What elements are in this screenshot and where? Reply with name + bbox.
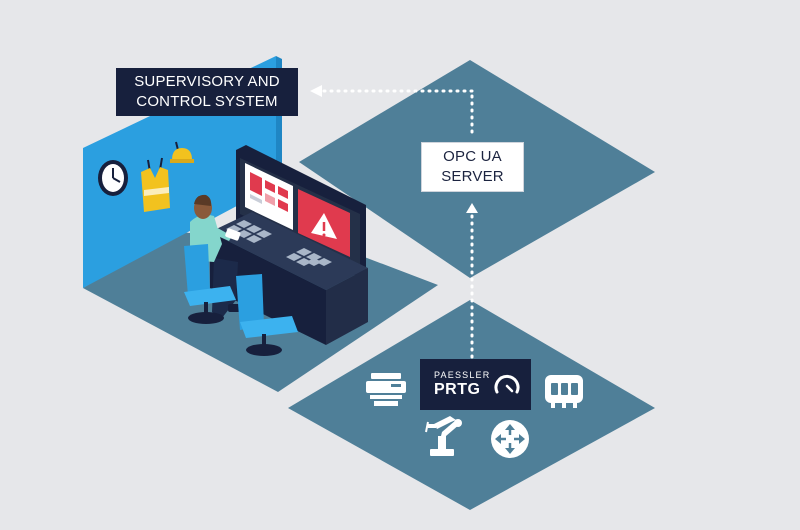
connector-opc-to-supervisory [310, 85, 474, 134]
server-module-icon [545, 375, 583, 408]
opc-label-line2: SERVER [441, 168, 504, 185]
paessler-prtg-logo: PAESSLER PRTG [420, 359, 531, 410]
console-desk-front [210, 232, 326, 345]
console-desk-top [210, 212, 368, 290]
printer-icon [366, 373, 406, 406]
supervisory-label-line1: SUPERVISORY AND [134, 73, 280, 90]
prtg-brand-small: PAESSLER [434, 370, 491, 380]
opc-label-line1: OPC UA [443, 148, 502, 165]
chair-front [236, 274, 298, 356]
wall-clock-icon [98, 160, 128, 196]
connector-prtg-to-opc [466, 203, 478, 359]
keypad-left [226, 220, 272, 243]
router-icon [491, 420, 529, 458]
prtg-brand-big: PRTG [434, 381, 481, 398]
opc-ua-server-label: OPC UA SERVER [421, 142, 524, 192]
supervisory-control-system-label: SUPERVISORY AND CONTROL SYSTEM [116, 68, 298, 116]
robot-arm-icon [425, 416, 462, 456]
safety-vest-icon [141, 157, 170, 212]
warning-icon [311, 213, 337, 239]
supervisory-label-line2: CONTROL SYSTEM [136, 93, 278, 110]
hard-hat-icon [170, 141, 194, 163]
dashboard-screen [245, 163, 293, 230]
console-desk-side [326, 268, 368, 345]
alert-screen [298, 189, 350, 257]
gauge-icon [494, 374, 520, 394]
chair-back [184, 244, 236, 324]
keypad-right [286, 248, 332, 266]
